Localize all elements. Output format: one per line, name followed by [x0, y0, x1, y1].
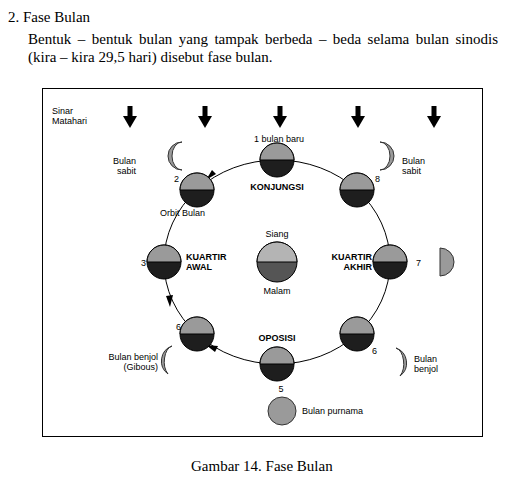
callout-number: 6: [176, 322, 186, 332]
callout-number: 2: [174, 174, 184, 184]
moon-orbit: [164, 160, 390, 364]
callout-number: 7: [416, 258, 426, 268]
crescent-icon: [380, 142, 394, 170]
sun-ray: [427, 106, 441, 128]
sun-ray: [351, 106, 365, 128]
orbit-arrow: [166, 295, 173, 307]
half-moon-icon: [440, 248, 454, 276]
moon: [260, 143, 294, 177]
phase-label: Bulan benjol: [414, 354, 454, 374]
callout-number: 6: [372, 346, 382, 356]
moon: [180, 173, 214, 207]
phase-label: Bulan sabit: [402, 156, 442, 176]
section-heading: 2. Fase Bulan: [8, 8, 90, 26]
moon: [373, 245, 407, 279]
callout-number: 8: [375, 174, 385, 184]
moon: [180, 317, 214, 351]
earth-label: Siang: [247, 229, 307, 239]
figure-caption: Gambar 14. Fase Bulan: [191, 457, 333, 475]
moon: [147, 245, 181, 279]
body-paragraph: Bentuk – bentuk bulan yang tampak berbed…: [28, 30, 498, 66]
crescent-icon: [168, 142, 182, 170]
full-moon-icon: [268, 397, 296, 425]
moon: [340, 173, 374, 207]
moon: [260, 347, 294, 381]
earth: [257, 242, 297, 282]
phase-label: Bulan sabit: [96, 156, 136, 176]
gibbous-icon: [161, 346, 172, 374]
figure-frame: [43, 89, 483, 437]
position-label: KUARTIR AKHIR: [316, 252, 372, 272]
position-label: KONJUNGSI: [232, 182, 322, 192]
phase-label: Bulan purnama: [302, 406, 382, 416]
sun-ray: [273, 106, 287, 128]
sun-label: Sinar Matahari: [52, 106, 104, 126]
position-label: OPOSISI: [232, 333, 322, 343]
callout-number: 3: [141, 258, 151, 268]
phase-label: Bulan benjol (Gibous): [92, 352, 158, 372]
sun-ray: [198, 106, 212, 128]
sun-ray: [123, 106, 137, 128]
gibbous-icon: [396, 348, 407, 376]
phase-label: 1 bulan baru: [254, 134, 314, 144]
position-label: KUARTIR AWAL: [186, 252, 242, 272]
callout-number: 5: [274, 384, 288, 394]
orbit-label: Orbit Bulan: [160, 208, 220, 218]
earth-label: Malam: [247, 286, 307, 296]
moon: [340, 317, 374, 351]
